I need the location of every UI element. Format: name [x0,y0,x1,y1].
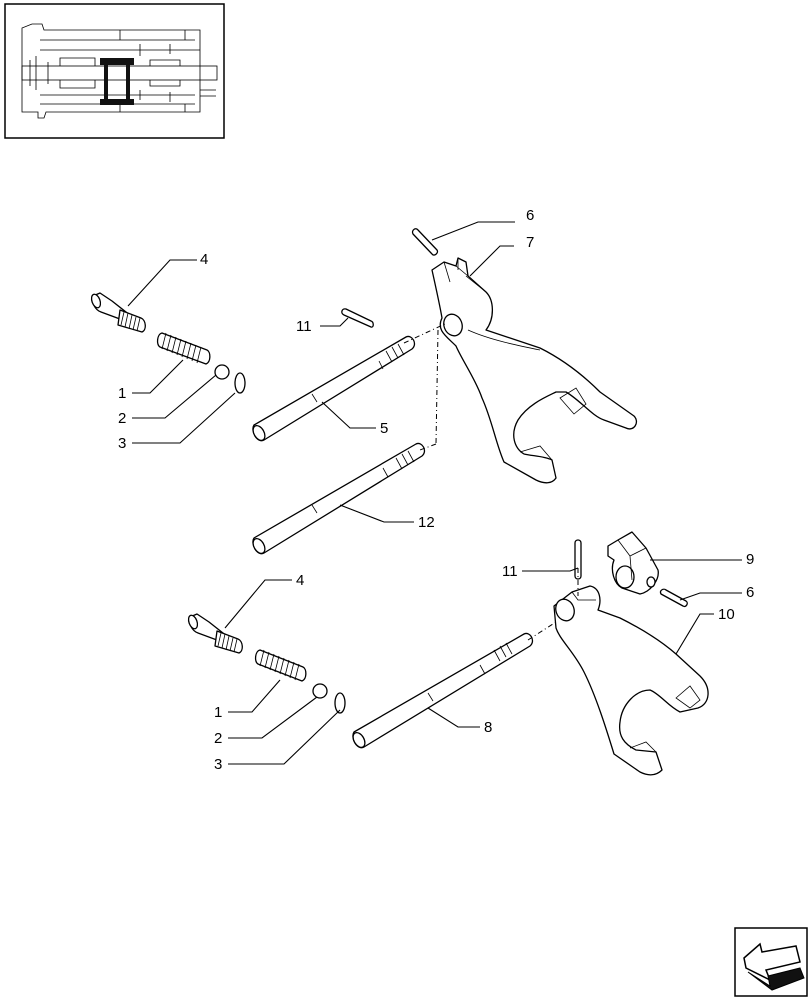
selector-block-9 [607,531,659,595]
detent-ball-upper [214,364,230,380]
next-page-arrow-icon[interactable] [734,927,808,997]
callout-6-upper: 6 [526,207,534,224]
callout-8: 8 [484,719,492,736]
detent-pad-upper [234,372,246,394]
spring-lower [254,649,307,682]
center-line-upper [403,322,448,451]
transmission-thumbnail [4,3,225,139]
callout-9: 9 [746,551,754,568]
detent-plug-upper [90,292,146,333]
shift-fork-10 [553,585,709,776]
callout-2-lower: 2 [214,730,222,747]
selector-rod-5 [252,335,416,442]
selector-rod-12 [252,442,426,555]
shift-fork-7 [431,257,638,484]
detent-ball-lower [312,683,328,699]
selector-rod-8 [352,632,534,749]
callout-3-lower: 3 [214,756,222,773]
leader-lines [127,221,742,765]
roll-pin-6-lower [659,588,688,608]
callout-4-lower: 4 [296,572,304,589]
callout-5: 5 [380,420,388,437]
callout-3-upper: 3 [118,435,126,452]
callout-1-lower: 1 [214,704,222,721]
callout-1-upper: 1 [118,385,126,402]
center-line-lower [527,568,579,641]
roll-pin-upper [341,308,374,328]
roll-pin-6-upper [411,228,439,256]
callout-labels: 4 1 2 3 11 5 12 6 7 4 1 2 3 8 11 9 6 10 [118,207,754,773]
detent-plug-lower [187,613,243,654]
detent-pad-lower [334,692,346,714]
callout-12: 12 [418,514,435,531]
callout-4-upper: 4 [200,251,208,268]
callout-6-lower: 6 [746,584,754,601]
callout-11-upper: 11 [296,318,312,335]
callout-11-lower: 11 [502,563,518,580]
callout-2-upper: 2 [118,410,126,427]
spring-upper [156,332,211,365]
callout-10: 10 [718,606,735,623]
roll-pin-lower [574,539,582,580]
transmission-section-icon [21,23,218,119]
callout-7: 7 [526,234,534,251]
